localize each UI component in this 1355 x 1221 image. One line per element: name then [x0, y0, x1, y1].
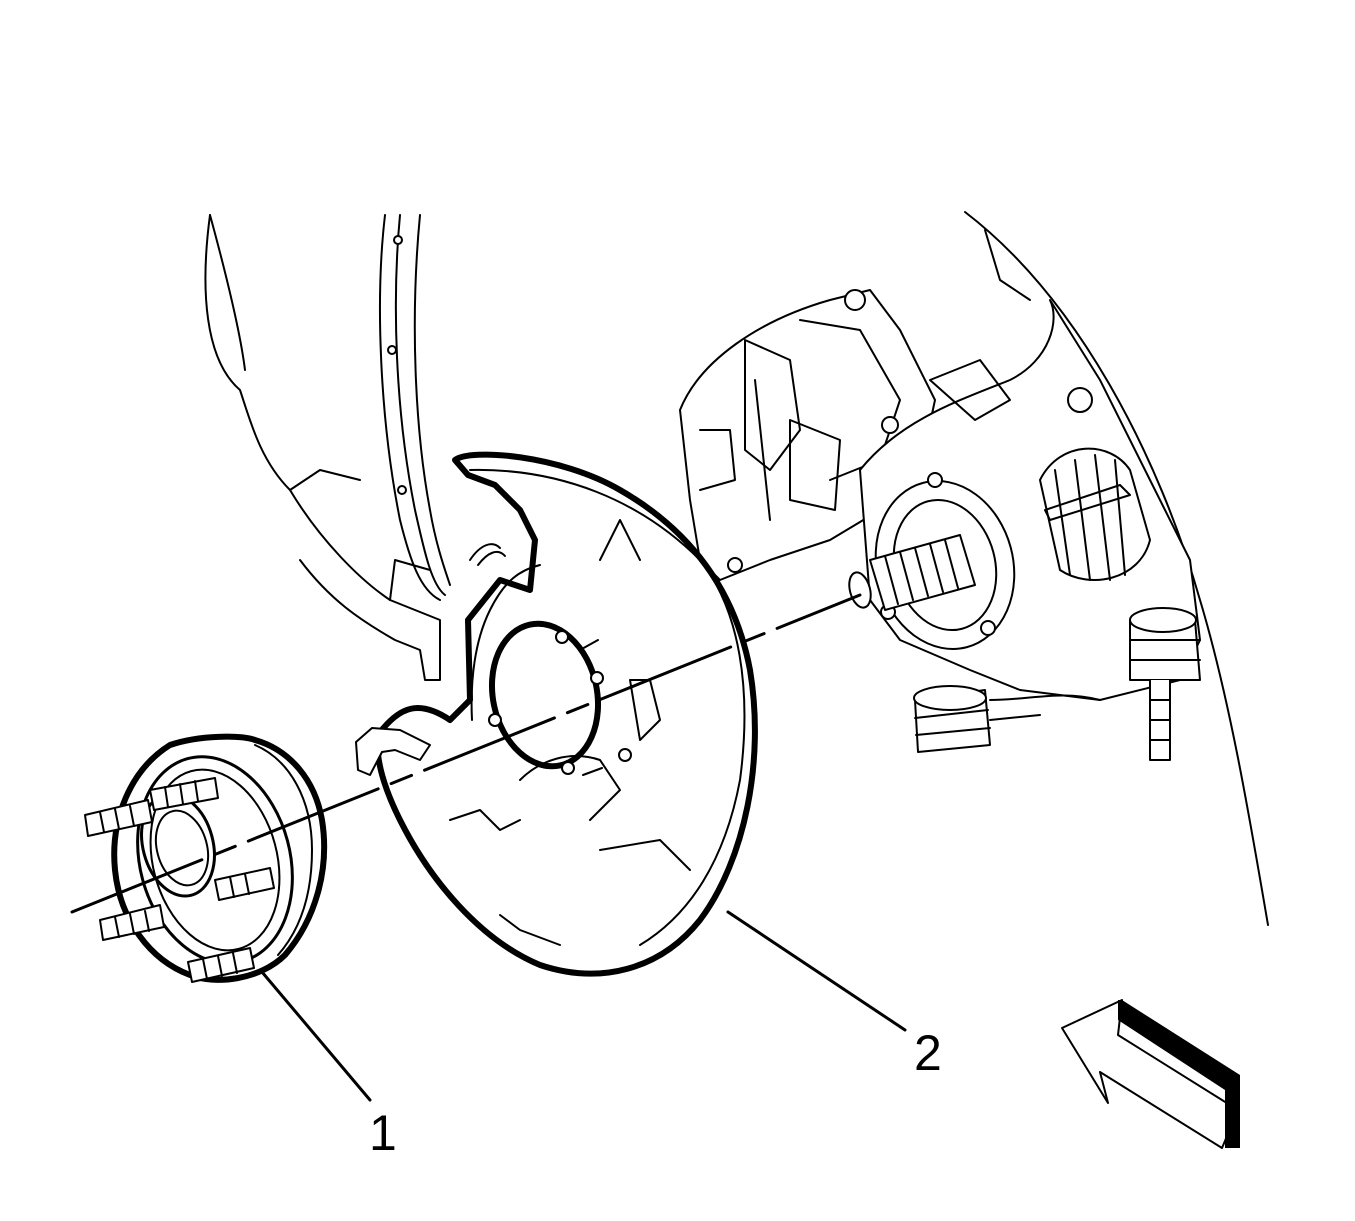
steering-knuckle-assembly: [679, 211, 1269, 926]
callout-number-1: 1: [369, 1105, 397, 1161]
wheel-studs: [84, 777, 275, 983]
wheelhouse-liner: [204, 214, 506, 681]
assembly-center-line: [70, 593, 862, 914]
sensor-bracket: [355, 727, 431, 776]
leader-line-2: [726, 910, 907, 1032]
direction-arrow-icon: [1061, 999, 1240, 1149]
callout-number-2: 2: [914, 1025, 942, 1081]
wheel-hub-bearing: [84, 733, 328, 983]
leader-line-1: [260, 970, 372, 1102]
